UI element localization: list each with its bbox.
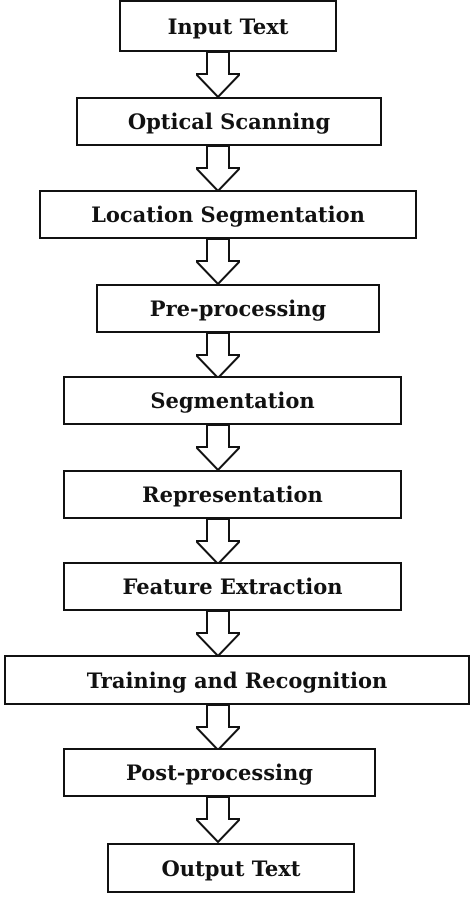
down-arrow-icon <box>196 425 240 471</box>
down-arrow-icon <box>196 705 240 751</box>
step-representation: Representation <box>63 470 402 519</box>
down-arrow-icon <box>196 146 240 192</box>
step-pre-processing: Pre-processing <box>96 284 380 333</box>
step-location-segmentation: Location Segmentation <box>39 190 417 239</box>
step-optical-scanning: Optical Scanning <box>76 97 382 146</box>
down-arrow-icon <box>196 519 240 565</box>
step-output-text: Output Text <box>107 843 355 893</box>
step-post-processing: Post-processing <box>63 748 376 797</box>
down-arrow-icon <box>196 239 240 285</box>
step-input-text: Input Text <box>119 0 337 52</box>
step-feature-extraction: Feature Extraction <box>63 562 402 611</box>
step-training-and-recognition: Training and Recognition <box>4 655 470 705</box>
down-arrow-icon <box>196 52 240 98</box>
down-arrow-icon <box>196 333 240 379</box>
step-segmentation: Segmentation <box>63 376 402 425</box>
down-arrow-icon <box>196 797 240 843</box>
down-arrow-icon <box>196 611 240 657</box>
